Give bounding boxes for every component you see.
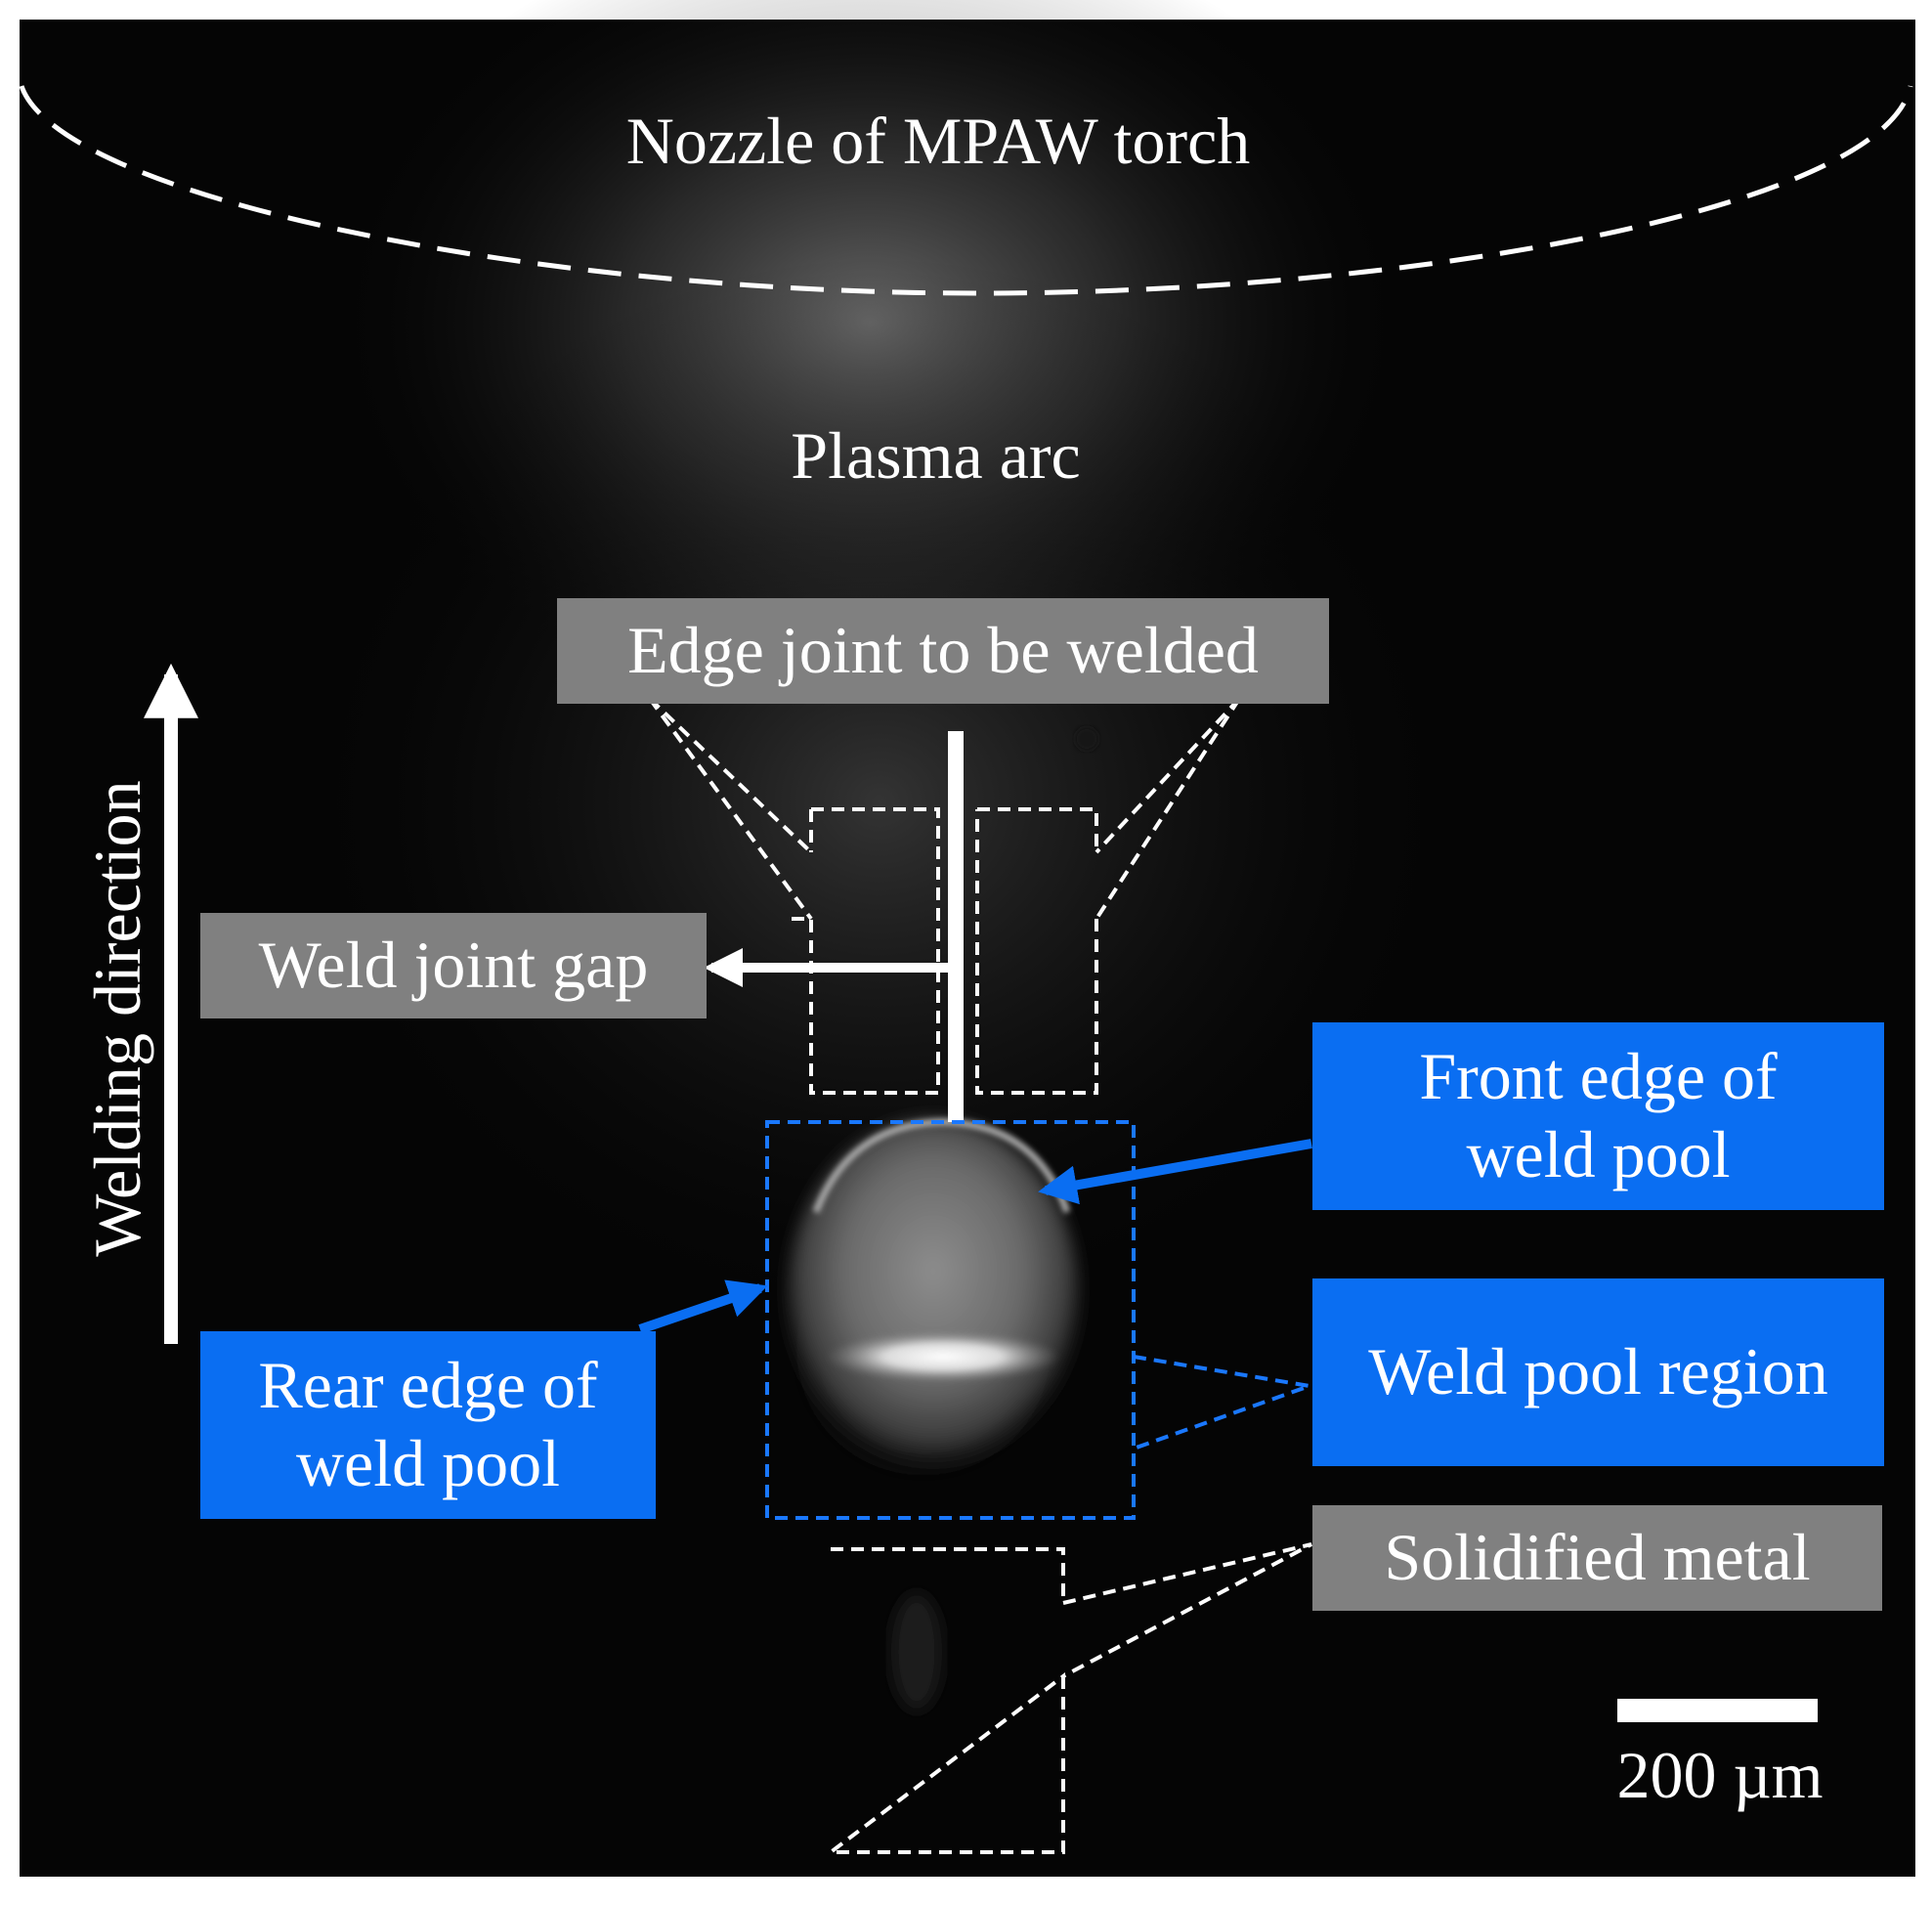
- plasma-arc-label: Plasma arc: [791, 418, 1081, 494]
- front-edge-arrow: [1038, 1139, 1312, 1205]
- edge-joint-left-block: [787, 807, 940, 1095]
- scale-bar: [1617, 1699, 1818, 1722]
- weld-pool-hotspot: [826, 1331, 1060, 1382]
- edge-joint-label: Edge joint to be welded: [557, 598, 1329, 704]
- front-edge-label-line-1: Front edge of: [1419, 1039, 1778, 1114]
- solidified-metal-leader: [1062, 1542, 1312, 1678]
- solidified-metal-label: Solidified metal: [1312, 1505, 1882, 1611]
- front-edge-label-line-2: weld pool: [1466, 1117, 1731, 1191]
- surface-speck: [1075, 727, 1098, 751]
- weld-joint-gap-label: Weld joint gap: [200, 913, 707, 1018]
- weld-pool-region-box: [765, 1120, 1136, 1520]
- front-edge-label: Front edge of weld pool: [1312, 1022, 1884, 1210]
- weld-pool: [787, 1119, 1080, 1481]
- nozzle-label: Nozzle of MPAW torch: [625, 104, 1251, 179]
- solidified-trace: [891, 1593, 942, 1710]
- rear-edge-arrow: [638, 1279, 768, 1334]
- edge-joint-leader-left: [648, 697, 813, 921]
- plasma-glow-lower: [274, 254, 1485, 1349]
- nozzle-outline: [19, 85, 1913, 296]
- scale-bar-label: 200 µm: [1616, 1738, 1824, 1813]
- solidified-metal-block: [825, 1547, 1065, 1854]
- rear-edge-label-line-2: weld pool: [295, 1426, 561, 1500]
- edge-joint-right-block: [975, 807, 1098, 1095]
- rear-edge-label: Rear edge of weld pool: [200, 1331, 656, 1519]
- welding-direction-label: Welding direction: [80, 780, 155, 1257]
- edge-joint-leader-right: [1095, 697, 1241, 921]
- weld-pool-region-label: Weld pool region: [1312, 1278, 1884, 1466]
- rear-edge-label-line-1: Rear edge of: [258, 1348, 598, 1423]
